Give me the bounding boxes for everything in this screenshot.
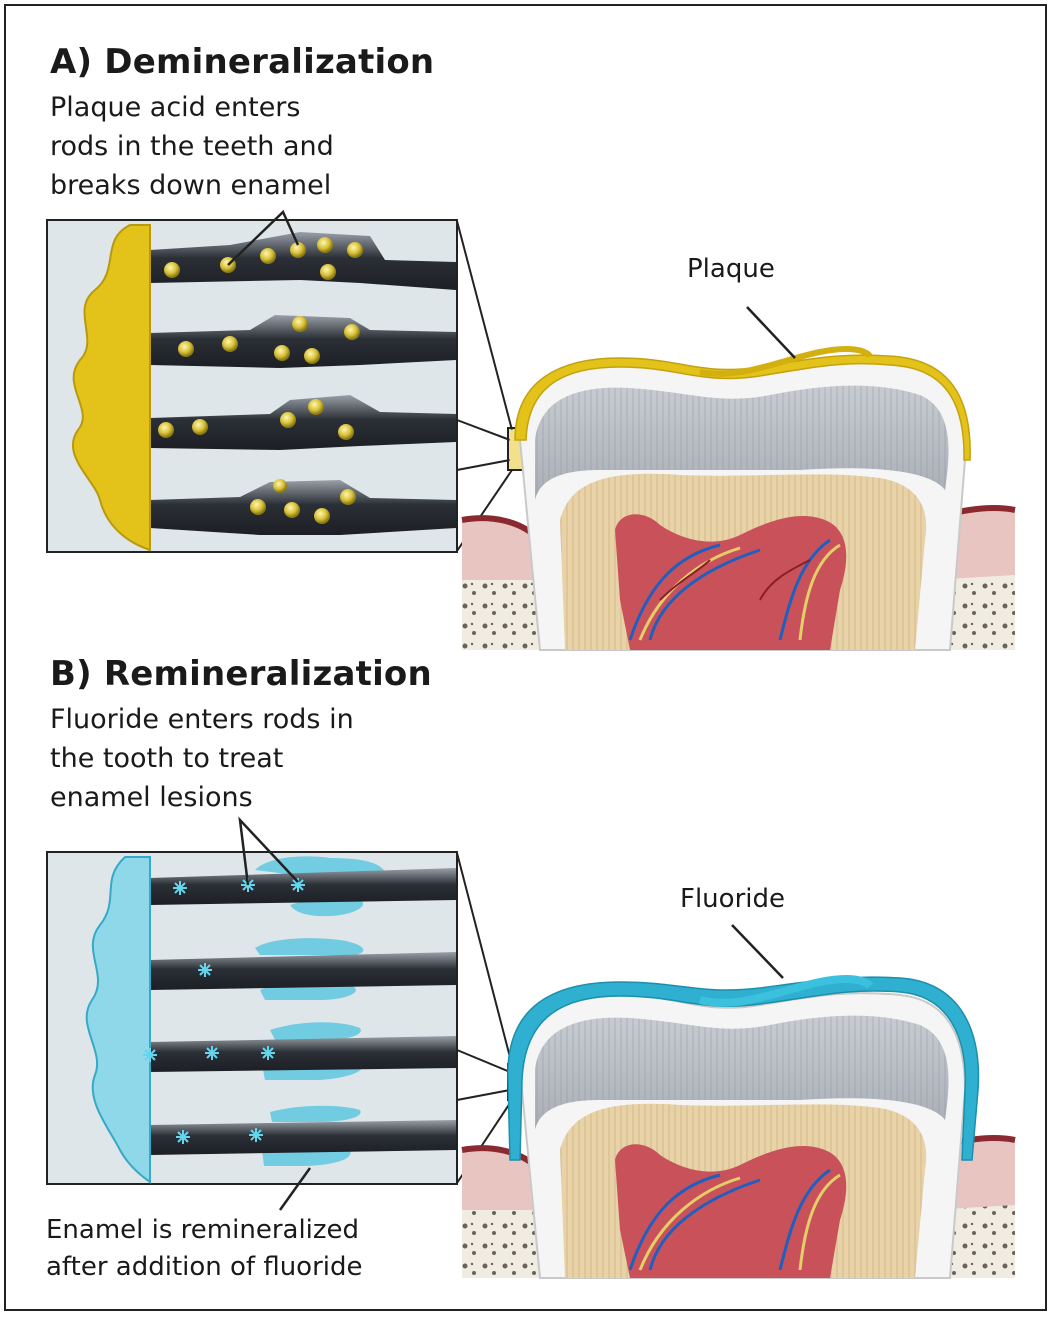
panel-b-tooth-fluoride bbox=[507, 976, 980, 1161]
panel-b-bottom-caption: Enamel is remineralized after addition o… bbox=[46, 1215, 363, 1282]
panel-b-zoom-box bbox=[46, 816, 458, 1211]
panel-a-plaque-layer bbox=[71, 224, 151, 552]
panel-b-enamel-rods bbox=[150, 868, 456, 1155]
panel-a-pulp bbox=[615, 514, 847, 650]
panel-a-zoom-box bbox=[46, 209, 458, 553]
panel-b-title: B) Remineralization bbox=[50, 654, 432, 694]
panel-a-tooth-plaque bbox=[514, 354, 971, 461]
panel-b-fluoride-pointer bbox=[731, 924, 784, 979]
panel-b-fluoride-label: Fluoride bbox=[680, 884, 785, 914]
panel-b-fluoride-particles bbox=[143, 878, 305, 1144]
panel-a-plaque-label: Plaque bbox=[687, 254, 775, 284]
figure-frame bbox=[4, 4, 1047, 1311]
panel-b-fluoride-layer bbox=[85, 856, 151, 1184]
panel-a-zoom-connectors bbox=[456, 220, 529, 552]
panel-a-pointer-lines bbox=[227, 209, 300, 266]
panel-b-pulp bbox=[615, 1144, 847, 1278]
panel-a-tooth bbox=[461, 306, 1016, 651]
panel-b-caption: Fluoride enters rods in the tooth to tre… bbox=[50, 704, 354, 813]
panel-b-pointer-lines bbox=[238, 816, 299, 886]
panel-b-tooth bbox=[461, 924, 1016, 1279]
panel-a-enamel-rods bbox=[150, 232, 456, 535]
panel-a-caption: Plaque acid enters rods in the teeth and… bbox=[50, 92, 334, 201]
panel-a-title: A) Demineralization bbox=[50, 42, 435, 82]
panel-b-bottom-pointer bbox=[278, 1167, 312, 1211]
panel-a-plaque-pointer bbox=[746, 306, 796, 359]
